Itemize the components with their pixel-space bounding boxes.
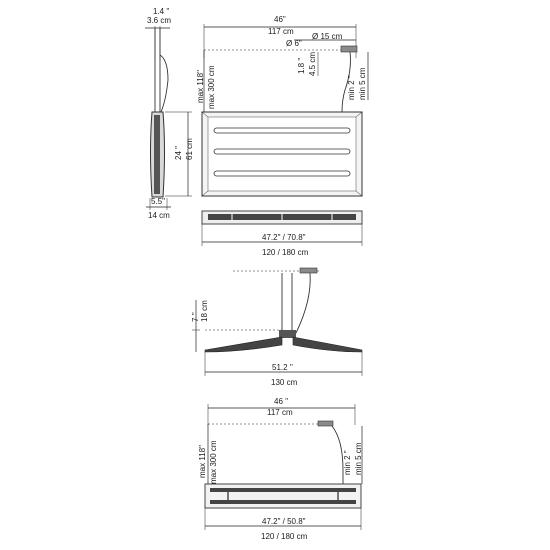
profile-height-cm-label: 18 cm (200, 300, 209, 322)
right-wing (292, 336, 363, 353)
led-strip (213, 148, 351, 155)
bottom-max-drop-in-label: max 118" (198, 445, 207, 478)
min-drop-in-label: min 2 " (347, 75, 356, 100)
canopy-height-cm-label: 4.5 cm (308, 52, 317, 76)
max-drop-cm-label: max 300 cm (207, 65, 216, 109)
bottom-min-drop-in-label: min 2 " (343, 450, 352, 475)
side-depth-in-label: 5.5" (151, 197, 165, 206)
side-depth-cm-label: 14 cm (148, 211, 170, 220)
panel-length-cm-label: 120 / 180 cm (262, 248, 309, 257)
canopy-dia-in-label: Ø 6" (286, 39, 302, 48)
canopy (317, 420, 334, 427)
front-view: 46" 117 cm Ø 15 cm Ø 6" 1.8 " 4.5 cm min… (196, 15, 369, 257)
spread-cm-label: 130 cm (271, 378, 298, 387)
max-drop-in-label: max 118" (196, 70, 205, 103)
left-wing (204, 336, 283, 353)
canopy (340, 45, 358, 53)
bottom-view: 46 '' 117 cm max 118" max 300 cm min 2 "… (198, 397, 363, 541)
side-width-cm-label: 3.6 cm (147, 16, 171, 25)
led-strip (213, 127, 351, 134)
profile-height-in-label: 7 '' (191, 312, 200, 322)
canopy-height-in-label: 1.8 " (297, 58, 306, 74)
led-strip (213, 170, 351, 177)
panel-length-in-label: 47.2" / 70.8" (262, 233, 306, 242)
total-width-in-label: 46" (274, 15, 286, 24)
bottom-length-in-label: 47.2" / 50.8" (262, 517, 306, 526)
bottom-max-drop-cm-label: max 300 cm (209, 440, 218, 484)
bottom-width-in-label: 46 '' (274, 397, 289, 406)
bottom-min-drop-cm-label: min 5 cm (354, 442, 363, 475)
canopy-dia-cm-label: Ø 15 cm (312, 32, 343, 41)
profile-view: 7 '' 18 cm 51.2 '' 130 cm (191, 267, 363, 387)
side-width-in-label: 1.4 '' (153, 7, 170, 16)
panel-height-cm-label: 61 cm (185, 138, 194, 160)
bottom-width-cm-label: 117 cm (267, 408, 293, 417)
canopy (299, 267, 318, 274)
panel-height-in-label: 24 " (174, 146, 183, 160)
spread-in-label: 51.2 '' (272, 363, 293, 372)
side-view: 1.4 '' 3.6 cm 24 " 61 cm 5.5" 14 cm (145, 7, 194, 220)
total-width-cm-label: 117 cm (268, 27, 294, 36)
min-drop-cm-label: min 5 cm (358, 67, 367, 100)
bottom-length-cm-label: 120 / 180 cm (261, 532, 308, 541)
